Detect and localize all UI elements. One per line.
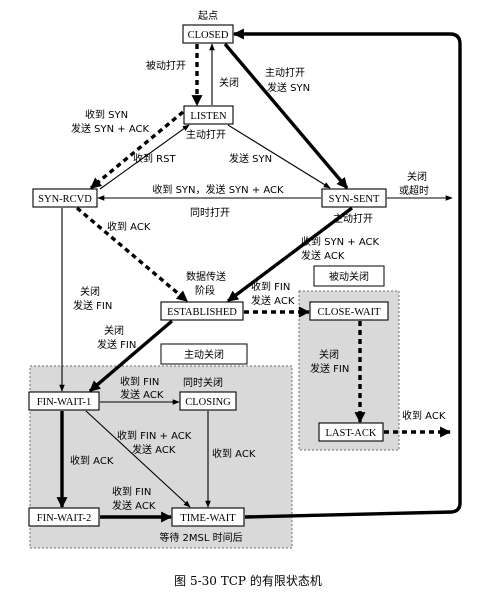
state-fin-wait-1-label: FIN-WAIT-1 — [37, 397, 91, 408]
label-fw1-rcv-ack: 收到 ACK — [70, 454, 114, 467]
state-syn-sent-label: SYN-SENT — [329, 194, 380, 205]
label-simul-open-2: 同时打开 — [190, 206, 230, 219]
figure-caption: 图 5-30 TCP 的有限状态机 — [174, 573, 322, 588]
arrow-closed-synsent — [223, 42, 349, 190]
arrow-established-finwait1 — [88, 319, 174, 393]
label-fw1-rcv-finack-1: 收到 FIN + ACK — [117, 429, 192, 442]
label-active-open-1: 主动打开 — [265, 66, 305, 79]
state-closing-label: CLOSING — [185, 397, 231, 408]
label-syn-rcvd-rcv-ack: 收到 ACK — [107, 220, 151, 233]
active-close-title: 主动关闭 — [184, 348, 224, 361]
state-closing: CLOSING — [179, 391, 237, 411]
label-simul-close: 同时关闭 — [183, 376, 223, 389]
label-syn-sent-close-2: 或超时 — [399, 184, 429, 197]
label-fw1-rcv-fin-1: 收到 FIN — [120, 375, 159, 388]
state-syn-rcvd-label: SYN-RCVD — [38, 194, 92, 205]
label-close-wait-close-2: 发送 FIN — [310, 362, 349, 375]
state-fin-wait-2-label: FIN-WAIT-2 — [37, 513, 91, 524]
arrow-finwait1-timewait — [85, 410, 191, 508]
label-close-listen: 关闭 — [219, 76, 239, 89]
label-closing-rcv-ack: 收到 ACK — [212, 447, 256, 460]
label-passive-open: 被动打开 — [146, 59, 186, 72]
state-established: ESTABLISHED — [160, 301, 244, 321]
state-close-wait-label: CLOSE-WAIT — [318, 307, 382, 318]
label-simul-open-1: 收到 SYN，发送 SYN + ACK — [152, 183, 284, 196]
label-listen-rcv-syn-2: 发送 SYN + ACK — [71, 122, 149, 135]
label-fw2-rcv-fin-1: 收到 FIN — [112, 485, 151, 498]
label-est-close-1: 关闭 — [104, 324, 124, 337]
state-fin-wait-2: FIN-WAIT-2 — [28, 507, 100, 527]
label-fw1-rcv-finack-2: 发送 ACK — [132, 443, 176, 456]
label-syn-rcvd-close-1: 关闭 — [80, 285, 100, 298]
label-syn-sent-rcv-1: 收到 SYN + ACK — [301, 235, 379, 248]
label-close-wait-close-1: 关闭 — [319, 348, 339, 361]
label-listen-send-syn: 发送 SYN — [229, 152, 272, 165]
state-last-ack-label: LAST-ACK — [326, 428, 377, 439]
passive-close-region: 被动关闭 — [298, 265, 400, 451]
label-syn-rcvd-close-2: 发送 FIN — [73, 299, 112, 312]
label-listen-active-open: 主动打开 — [186, 128, 226, 141]
state-syn-rcvd: SYN-RCVD — [32, 188, 98, 208]
label-fw1-rcv-fin-2: 发送 ACK — [120, 388, 164, 401]
state-syn-sent: SYN-SENT — [321, 188, 387, 208]
arrow-listen-synrcvd — [89, 110, 185, 190]
label-data-transfer-1: 数据传送 — [186, 270, 226, 283]
label-est-close-2: 发送 FIN — [97, 338, 136, 351]
state-closed-label: CLOSED — [188, 30, 229, 41]
label-est-rcv-fin-1: 收到 FIN — [251, 280, 290, 293]
edge-labels: 起点 被动打开 关闭 主动打开 发送 SYN 收到 SYN 发送 SYN + A… — [70, 10, 446, 512]
label-syn-sent-rcv-2: 发送 ACK — [301, 249, 345, 262]
arrow-synrcvd-listen — [99, 124, 190, 190]
label-last-ack-rcv-ack: 收到 ACK — [402, 409, 446, 422]
state-time-wait-label: TIME-WAIT — [180, 513, 236, 524]
state-fin-wait-1: FIN-WAIT-1 — [28, 391, 100, 411]
state-listen-label: LISTEN — [190, 111, 227, 122]
state-established-label: ESTABLISHED — [167, 307, 237, 318]
label-active-open-2: 发送 SYN — [267, 81, 310, 94]
label-data-transfer-2: 阶段 — [195, 284, 215, 297]
label-fw2-rcv-fin-2: 发送 ACK — [112, 499, 156, 512]
transition-arrows — [56, 28, 462, 523]
arrow-synsent-established — [226, 206, 354, 303]
passive-close-title: 被动关闭 — [329, 270, 369, 283]
state-listen: LISTEN — [183, 105, 234, 125]
state-close-wait: CLOSE-WAIT — [309, 301, 389, 321]
label-syn-sent-active-open: 主动打开 — [333, 212, 373, 225]
active-close-footer: 等待 2MSL 时间后 — [159, 531, 242, 544]
label-listen-rcv-syn-1: 收到 SYN — [85, 108, 128, 121]
label-rcv-rst: 收到 RST — [133, 152, 176, 165]
start-label: 起点 — [198, 10, 218, 22]
state-closed: CLOSED — [182, 24, 234, 44]
state-time-wait: TIME-WAIT — [171, 507, 245, 527]
arrow-synrcvd-established — [75, 206, 189, 303]
label-syn-sent-close-1: 关闭 — [407, 170, 427, 183]
state-last-ack: LAST-ACK — [318, 422, 384, 442]
arrow-timewait-closed — [232, 28, 462, 519]
label-est-rcv-fin-2: 发送 ACK — [251, 294, 295, 307]
arrow-listen-synsent — [227, 124, 331, 189]
